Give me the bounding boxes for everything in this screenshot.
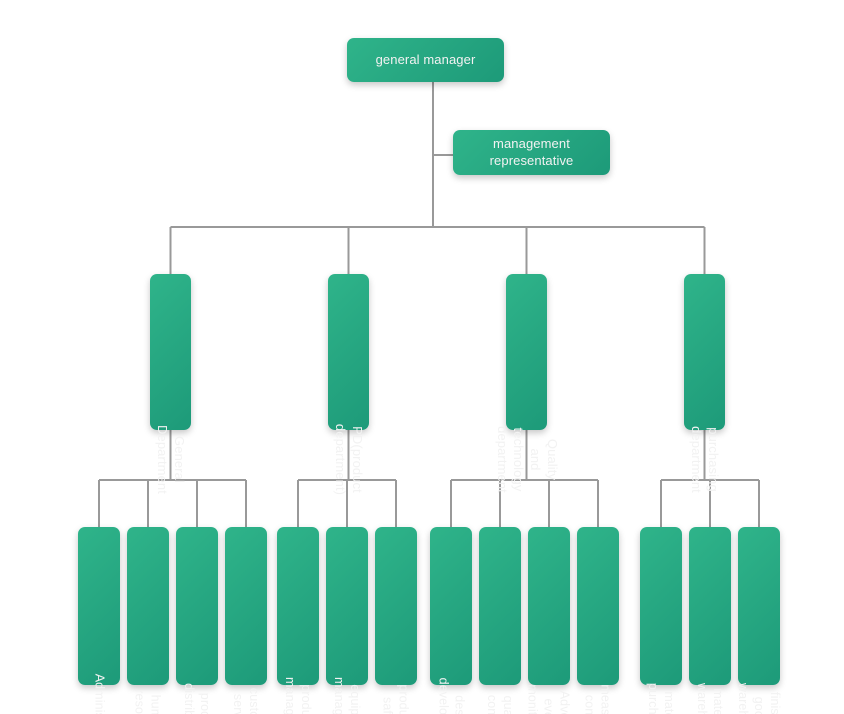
node-label: purchasing department <box>689 425 722 493</box>
node-text-rotator: Adverse event monitoring <box>526 684 572 714</box>
node-management-representative[interactable]: management representative <box>453 130 610 175</box>
node-label: design development <box>436 678 467 714</box>
node-section-materials-warehouse[interactable]: materials warehouse <box>689 527 731 714</box>
node-text-rotator: material purchasing <box>640 683 682 714</box>
node-label: quality control <box>485 694 515 714</box>
node-text-rotator: purchasing department <box>684 426 725 493</box>
node-text-rotator: human resource <box>127 689 169 714</box>
node-section-finished-goods-warehouse[interactable]: finished goods warehouse <box>736 527 782 714</box>
node-section-equipment-management[interactable]: equipment management <box>326 527 368 714</box>
node-department-pd-product-department[interactable]: PD(product department) <box>328 274 369 495</box>
node-text-rotator: Quality and technology department <box>495 426 560 493</box>
node-label: finished goods warehouse <box>736 682 782 714</box>
node-label: management representative <box>489 135 574 168</box>
node-department-purchasing-department[interactable]: purchasing department <box>684 274 725 492</box>
node-text-rotator: Administration <box>78 674 120 714</box>
node-section-customer-service[interactable]: customer service <box>225 527 267 714</box>
node-label: General Department <box>155 424 188 494</box>
node-section-production-management[interactable]: production management <box>277 527 319 714</box>
node-section-administration[interactable]: Administration <box>78 527 120 714</box>
node-section-adverse-event-monitoring[interactable]: Adverse event monitoring <box>526 527 572 714</box>
node-text-rotator: production safety <box>375 684 417 714</box>
node-text-rotator: equipment management <box>326 677 368 714</box>
node-text-rotator: measuring control <box>577 684 619 714</box>
node-section-production-safety[interactable]: production safety <box>375 527 417 714</box>
node-department-quality-and-technology-department[interactable]: Quality and technology department <box>495 274 560 492</box>
node-text-rotator: production management <box>277 677 319 714</box>
node-section-material-purchasing[interactable]: material purchasing <box>640 527 682 714</box>
node-general-manager[interactable]: general manager <box>347 38 504 82</box>
node-text-rotator: quality control <box>479 693 521 714</box>
node-text-rotator: design development <box>430 678 472 714</box>
node-text-rotator: materials warehouse <box>689 683 731 714</box>
node-text-rotator: General Department <box>150 425 191 494</box>
node-label: production management <box>283 677 313 714</box>
node-text-rotator: product distribution <box>176 683 218 714</box>
node-label: materials warehouse <box>695 683 726 714</box>
node-label: material purchasing <box>646 683 677 714</box>
node-label: production safety <box>381 684 411 714</box>
node-section-product-distribution[interactable]: product distribution <box>176 527 218 714</box>
node-section-quality-control[interactable]: quality control <box>479 527 521 714</box>
node-department-general-department[interactable]: General Department <box>150 274 191 493</box>
node-label: measuring control <box>583 684 614 714</box>
node-label: Adverse event monitoring <box>526 684 572 714</box>
node-label: product distribution <box>182 683 212 714</box>
node-section-human-resource[interactable]: human resource <box>127 527 169 714</box>
node-label: Administration <box>92 673 107 714</box>
node-label: PD(product department) <box>333 423 366 495</box>
node-section-design-development[interactable]: design development <box>430 527 472 714</box>
node-label: human resource <box>133 689 163 714</box>
node-label: Quality and technology department <box>494 425 560 493</box>
node-label: customer service <box>231 687 261 714</box>
node-label: general manager <box>375 51 476 67</box>
node-label: equipment management <box>332 677 363 714</box>
node-text-rotator: PD(product department) <box>328 423 369 494</box>
node-text-rotator: finished goods warehouse <box>736 682 782 714</box>
node-text-rotator: customer service <box>225 688 267 714</box>
node-section-measuring-control[interactable]: measuring control <box>577 527 619 714</box>
